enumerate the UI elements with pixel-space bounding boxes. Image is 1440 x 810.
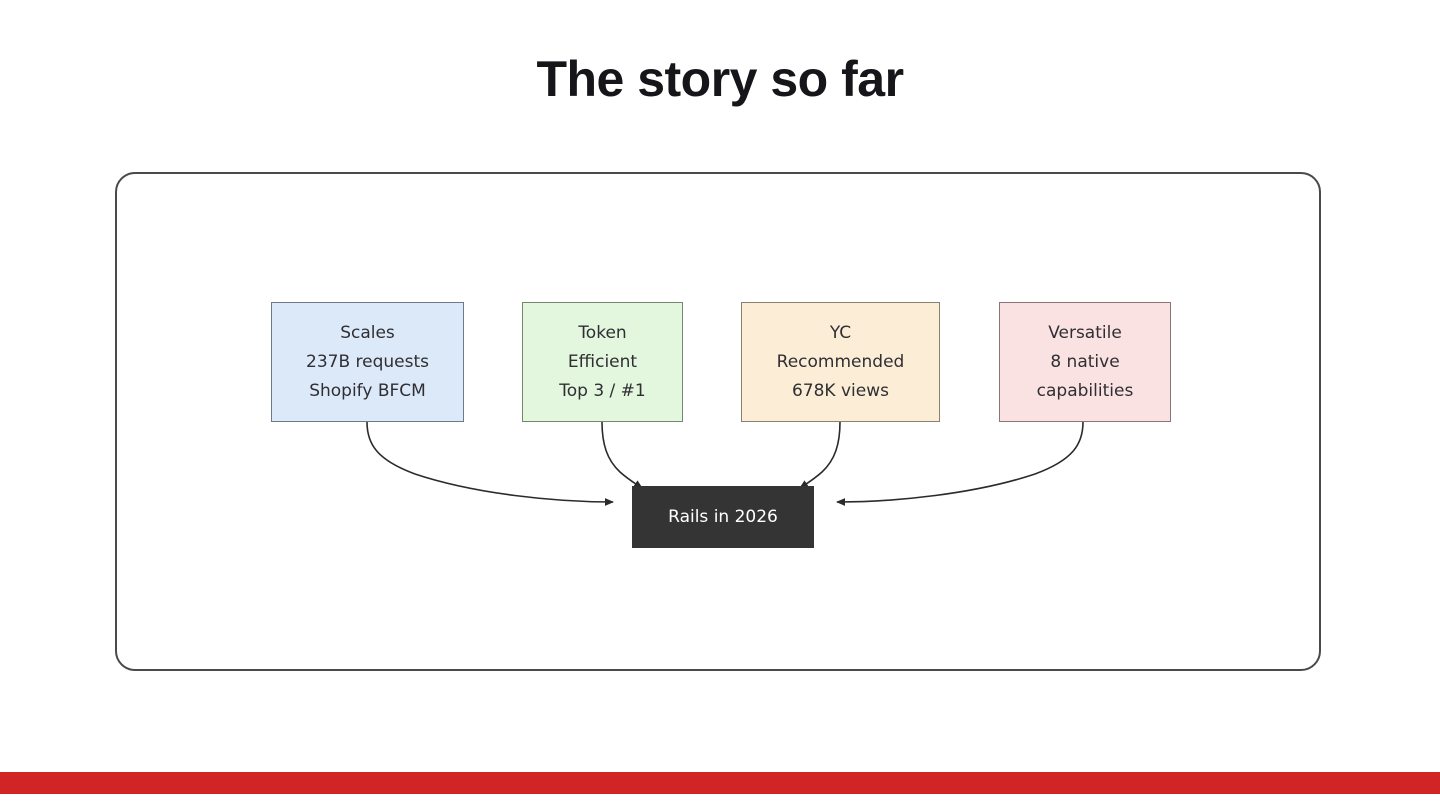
node-scales-line-1: Scales [340,322,395,343]
node-scales-line-3: Shopify BFCM [309,380,426,401]
bottom-accent-bar [0,772,1440,794]
node-versatile-line-3: capabilities [1036,380,1134,401]
node-target-label: Rails in 2026 [668,507,778,527]
diagram-node-yc[interactable]: YC Recommended 678K views [741,302,940,422]
node-token-line-1: Token [578,322,627,343]
diagram-node-rails-in-2026[interactable]: Rails in 2026 [632,486,814,548]
node-token-line-3: Top 3 / #1 [559,380,646,401]
page-title: The story so far [536,51,904,107]
node-yc-line-2: Recommended [776,351,905,372]
node-versatile-line-1: Versatile [1048,322,1122,343]
node-versatile-line-2: 8 native [1050,351,1120,372]
node-yc-line-3: 678K views [791,380,889,401]
node-yc-line-1: YC [829,322,852,343]
diagram-node-token[interactable]: Token Efficient Top 3 / #1 [522,302,683,422]
node-token-line-2: Efficient [567,351,638,372]
diagram-node-scales[interactable]: Scales 237B requests Shopify BFCM [271,302,464,422]
diagram-node-versatile[interactable]: Versatile 8 native capabilities [999,302,1171,422]
node-scales-line-2: 237B requests [306,351,429,372]
